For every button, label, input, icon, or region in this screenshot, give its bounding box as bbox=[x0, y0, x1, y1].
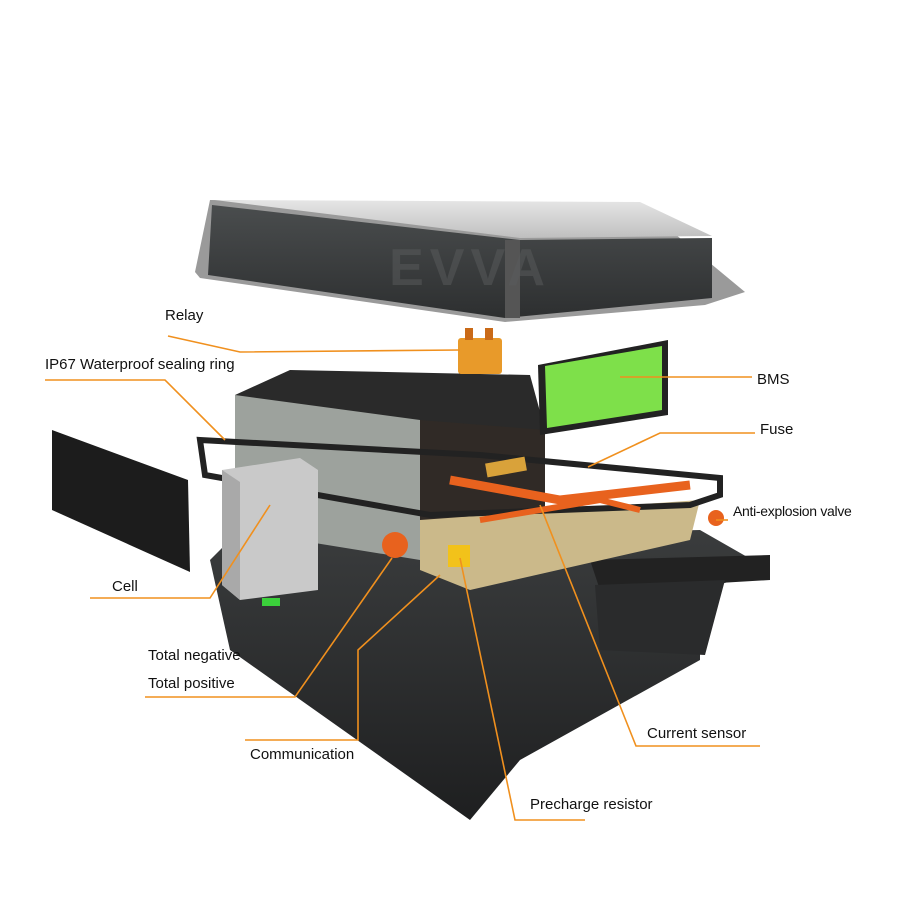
label-sealing-ring: IP67 Waterproof sealing ring bbox=[45, 356, 235, 373]
leader-communication bbox=[245, 574, 441, 741]
leader-sealing-ring bbox=[45, 379, 226, 441]
label-communication: Communication bbox=[250, 746, 355, 763]
label-fuse: Fuse bbox=[760, 421, 794, 438]
leader-fuse bbox=[587, 432, 755, 468]
leader-precharge-resistor bbox=[459, 557, 585, 821]
label-total-negative: Total negative bbox=[148, 647, 241, 664]
top-cover: EVVA bbox=[195, 200, 745, 322]
label-bms: BMS bbox=[757, 371, 790, 388]
label-cell: Cell bbox=[112, 578, 138, 595]
leader-cell bbox=[90, 504, 271, 599]
label-precharge-resistor: Precharge resistor bbox=[530, 796, 653, 813]
label-total-positive: Total positive bbox=[148, 675, 235, 692]
label-current-sensor: Current sensor bbox=[647, 725, 747, 742]
label-relay: Relay bbox=[165, 307, 204, 324]
leader-total-positive bbox=[145, 557, 393, 698]
leader-lines bbox=[45, 335, 760, 821]
bms-board bbox=[538, 340, 668, 435]
watermark-logo: EVVA bbox=[389, 239, 551, 297]
relay-part bbox=[458, 328, 502, 374]
leader-relay bbox=[167, 335, 461, 353]
leader-current-sensor bbox=[539, 504, 760, 747]
base-tray bbox=[210, 530, 770, 820]
cell-part bbox=[222, 458, 318, 600]
label-anti-explosion-valve: Anti-explosion valve bbox=[733, 503, 852, 519]
side-panel bbox=[52, 430, 190, 572]
